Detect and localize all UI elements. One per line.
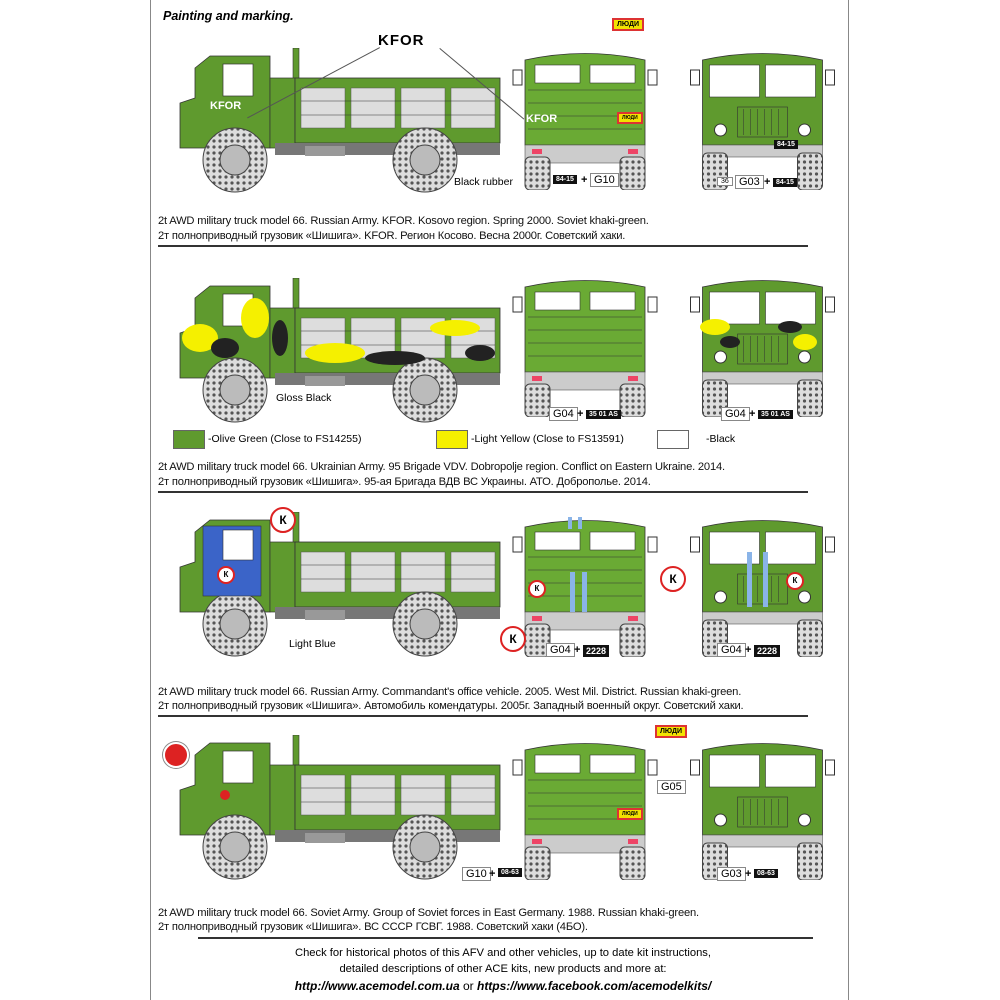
k-marking-callout: К bbox=[270, 507, 296, 533]
truck-rear-view bbox=[510, 517, 660, 657]
k-marking-door: К bbox=[217, 566, 235, 584]
or-text: or bbox=[459, 979, 477, 993]
plate-rear: 35 01 AS bbox=[586, 410, 621, 419]
caption-en: 2t AWD military truck model 66. Russian … bbox=[158, 686, 742, 698]
plus: + bbox=[574, 644, 581, 656]
caption-ru: 2т полноприводный грузовик «Шишига». ВС … bbox=[158, 921, 588, 933]
truck-front-view bbox=[685, 512, 840, 657]
truck-side-view bbox=[175, 735, 505, 880]
plate-rear: 08-63 bbox=[498, 868, 522, 877]
swatch-light-yellow bbox=[436, 430, 468, 449]
plate-rear: 2228 bbox=[583, 645, 610, 657]
decal-code: G04 bbox=[549, 407, 578, 421]
footer-links: http://www.acemodel.com.ua or https://ww… bbox=[158, 979, 848, 993]
plate-front: 2228 bbox=[754, 645, 781, 657]
annotation-gloss-black: Gloss Black bbox=[276, 392, 332, 404]
lyudi-sign: ЛЮДИ bbox=[655, 725, 687, 738]
truck-front-view bbox=[685, 45, 840, 190]
truck-side-view bbox=[175, 48, 505, 193]
truck-front-view-camo bbox=[685, 272, 840, 417]
decal-code: G04 bbox=[546, 643, 575, 657]
plus: + bbox=[577, 408, 584, 420]
page-title: Painting and marking. bbox=[163, 9, 294, 23]
caption-en: 2t AWD military truck model 66. Russian … bbox=[158, 215, 649, 227]
plate-rear: 84-15 bbox=[553, 175, 577, 184]
number-tag: 36 bbox=[717, 177, 733, 186]
plus: + bbox=[749, 408, 756, 420]
caption-en: 2t AWD military truck model 66. Soviet A… bbox=[158, 907, 699, 919]
website-link[interactable]: http://www.acemodel.com.ua bbox=[294, 979, 460, 993]
door-insignia bbox=[220, 790, 230, 800]
footer-line-2: detailed descriptions of other ACE kits,… bbox=[339, 963, 667, 975]
facebook-link[interactable]: https://www.facebook.com/acemodelkits/ bbox=[476, 979, 712, 993]
legend-olive-green: -Olive Green (Close to FS14255) bbox=[208, 433, 362, 445]
decal-code: G10 bbox=[590, 173, 619, 187]
divider bbox=[158, 245, 808, 247]
truck-side-view-camo bbox=[175, 278, 505, 423]
truck-side-view bbox=[175, 512, 505, 657]
k-marking-callout-front: К bbox=[660, 566, 686, 592]
lyudi-sign-small: ЛЮДИ bbox=[617, 112, 643, 124]
page-border-right bbox=[848, 0, 849, 1000]
k-marking-callout-rear: К bbox=[500, 626, 526, 652]
plus: + bbox=[581, 174, 588, 186]
caption-en: 2t AWD military truck model 66. Ukrainia… bbox=[158, 461, 725, 473]
plate-front: 35 01 AS bbox=[758, 410, 793, 419]
lyudi-sign-small: ЛЮДИ bbox=[617, 808, 643, 820]
kfor-callout: KFOR bbox=[378, 32, 425, 49]
k-marking-rear: К bbox=[528, 580, 546, 598]
decal-code: G04 bbox=[721, 407, 750, 421]
swatch-olive-green bbox=[173, 430, 205, 449]
divider bbox=[198, 937, 813, 939]
annotation-black-rubber: Black rubber bbox=[454, 176, 513, 188]
truck-front-view bbox=[685, 735, 840, 880]
legend-black: -Black bbox=[706, 433, 736, 445]
caption-ru: 2т полноприводный грузовик «Шишига». Авт… bbox=[158, 700, 744, 712]
decal-code: G04 bbox=[717, 643, 746, 657]
red-star-insignia bbox=[163, 742, 189, 768]
kfor-rear-mark: KFOR bbox=[526, 113, 558, 125]
page-border-left bbox=[150, 0, 151, 1000]
decal-code: G05 bbox=[657, 780, 686, 794]
caption-ru: 2т полноприводный грузовик «Шишига». KFO… bbox=[158, 230, 626, 242]
plate-front: 84-15 bbox=[773, 178, 797, 187]
caption-ru: 2т полноприводный грузовик «Шишига». 95-… bbox=[158, 476, 651, 488]
plate-front: 08-63 bbox=[754, 869, 778, 878]
decal-code: G03 bbox=[735, 175, 764, 189]
k-marking-front: К bbox=[786, 572, 804, 590]
swatch-black bbox=[657, 430, 689, 449]
plate-on-bumper: 84-15 bbox=[774, 140, 798, 149]
plus: + bbox=[764, 176, 771, 188]
decal-code: G03 bbox=[717, 867, 746, 881]
legend-light-yellow: -Light Yellow (Close to FS13591) bbox=[471, 433, 624, 445]
truck-rear-view bbox=[510, 272, 660, 417]
plus: + bbox=[745, 868, 752, 880]
annotation-light-blue: Light Blue bbox=[289, 638, 336, 650]
divider bbox=[158, 491, 808, 493]
divider bbox=[158, 715, 808, 717]
plus: + bbox=[745, 644, 752, 656]
decal-code: G10 bbox=[462, 867, 491, 881]
plus: + bbox=[489, 868, 496, 880]
kfor-side-mark: KFOR bbox=[210, 100, 242, 112]
lyudi-sign: ЛЮДИ bbox=[612, 18, 644, 31]
footer-line-1: Check for historical photos of this AFV … bbox=[294, 947, 711, 959]
